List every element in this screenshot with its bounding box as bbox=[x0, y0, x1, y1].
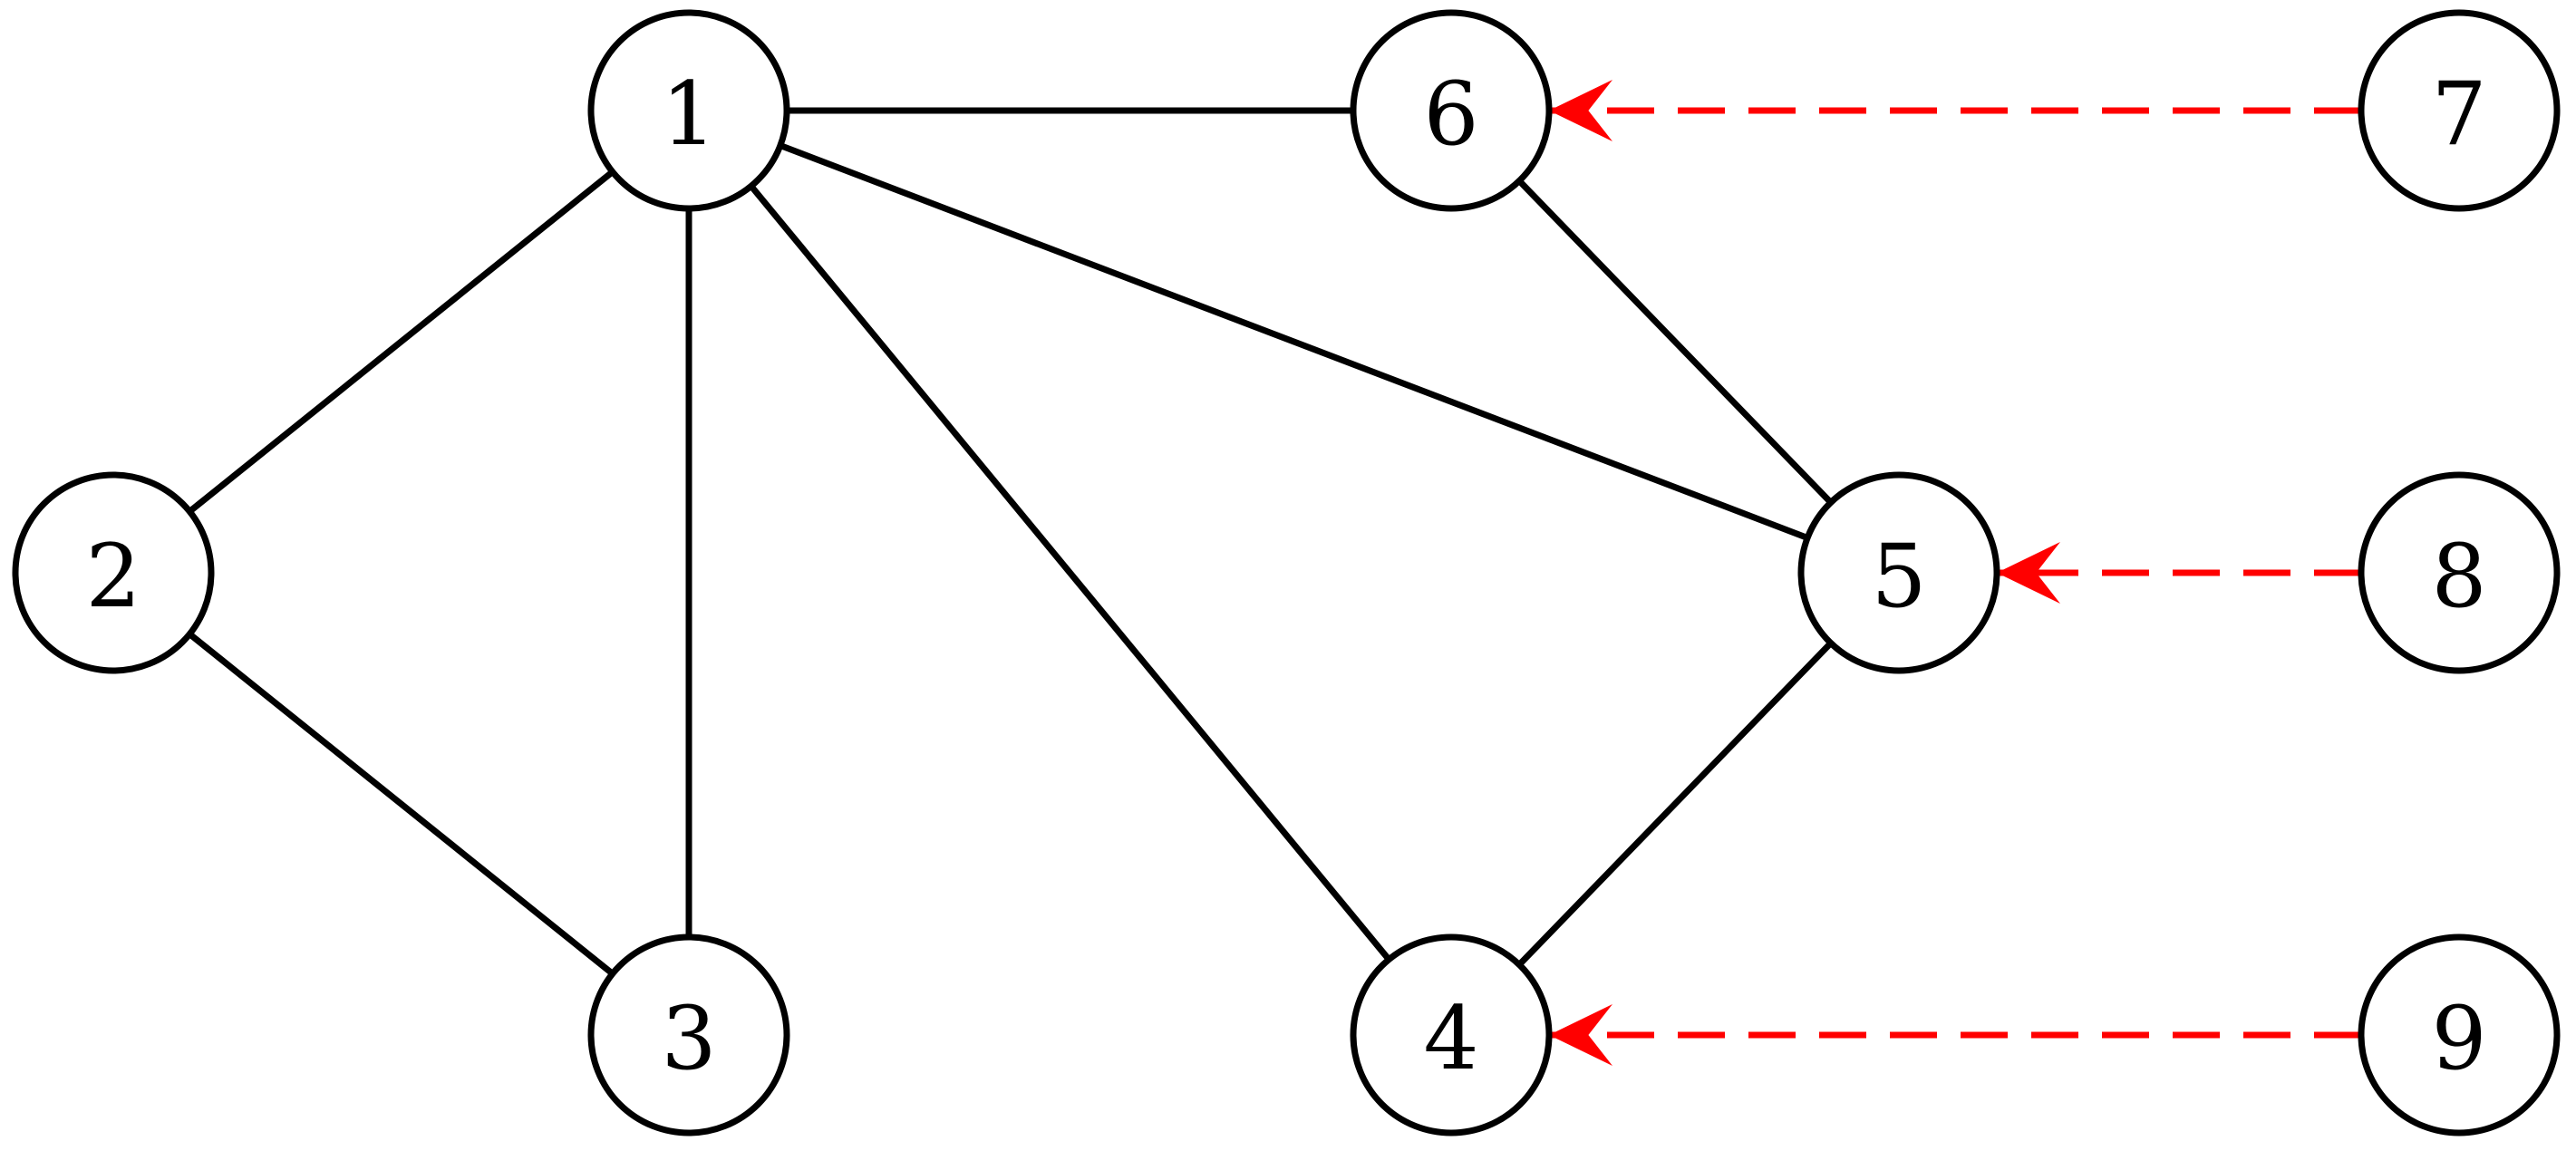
node-circle bbox=[2358, 9, 2561, 212]
node-label: 3 bbox=[661, 988, 716, 1089]
node-circle bbox=[12, 471, 215, 674]
node-circle bbox=[587, 933, 790, 1136]
node-1: 1 bbox=[587, 9, 790, 212]
node-circle bbox=[2358, 933, 2561, 1136]
arrowhead-icon bbox=[1549, 80, 1612, 141]
edge-2-3 bbox=[188, 631, 615, 977]
node-circle bbox=[2358, 471, 2561, 674]
arrowhead-icon bbox=[1997, 542, 2060, 604]
edge-7-6 bbox=[1511, 80, 2361, 141]
node-4: 4 bbox=[1350, 933, 1553, 1136]
node-circle bbox=[1797, 471, 2000, 674]
arrowhead-icon bbox=[1549, 1004, 1612, 1066]
solid-edge-line bbox=[188, 169, 615, 515]
node-label: 8 bbox=[2431, 526, 2486, 627]
edge-1-2 bbox=[188, 169, 615, 515]
node-8: 8 bbox=[2358, 471, 2561, 674]
edge-8-5 bbox=[1959, 542, 2361, 604]
solid-edge-line bbox=[1516, 641, 1834, 967]
solid-edge-line bbox=[749, 184, 1391, 962]
edge-1-5 bbox=[779, 142, 1809, 541]
solid-edge-line bbox=[779, 142, 1809, 541]
edge-5-4 bbox=[1516, 641, 1834, 967]
edge-1-4 bbox=[749, 184, 1391, 962]
node-label: 1 bbox=[661, 63, 716, 165]
node-2: 2 bbox=[12, 471, 215, 674]
solid-edge-line bbox=[1516, 179, 1834, 505]
node-label: 2 bbox=[85, 526, 140, 627]
node-label: 5 bbox=[1871, 526, 1926, 627]
node-3: 3 bbox=[587, 933, 790, 1136]
node-6: 6 bbox=[1350, 9, 1553, 212]
edge-9-4 bbox=[1511, 1004, 2361, 1066]
node-label: 4 bbox=[1423, 988, 1478, 1089]
node-circle bbox=[1350, 933, 1553, 1136]
solid-edge-line bbox=[188, 631, 615, 977]
node-9: 9 bbox=[2358, 933, 2561, 1136]
node-circle bbox=[1350, 9, 1553, 212]
edges-layer bbox=[188, 80, 2361, 1066]
node-label: 7 bbox=[2431, 63, 2486, 165]
node-5: 5 bbox=[1797, 471, 2000, 674]
node-circle bbox=[587, 9, 790, 212]
nodes-layer: 1 2 3 4 5 6 7 8 9 bbox=[12, 9, 2561, 1136]
node-label: 6 bbox=[1423, 63, 1478, 165]
edge-6-5 bbox=[1516, 179, 1834, 505]
node-7: 7 bbox=[2358, 9, 2561, 212]
node-label: 9 bbox=[2431, 988, 2486, 1089]
